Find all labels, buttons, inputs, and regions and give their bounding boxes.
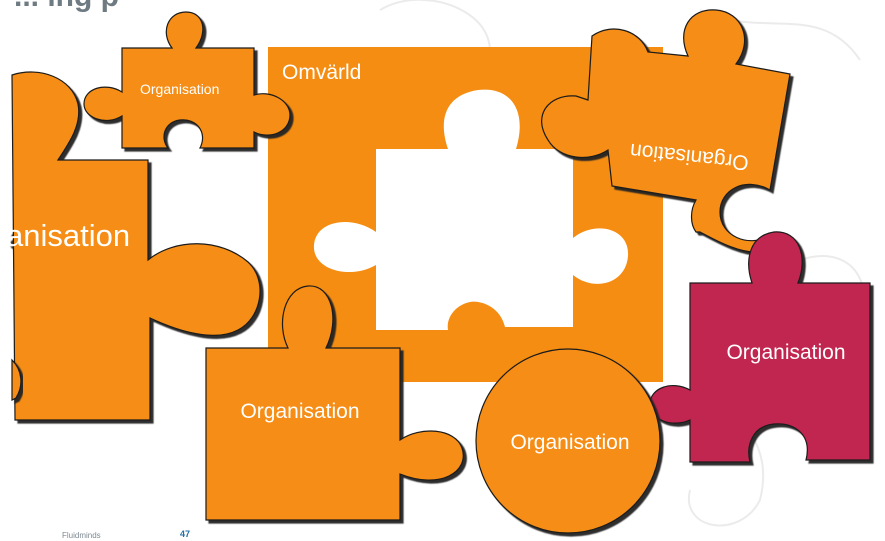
- top-small-piece: Organisation: [83, 11, 291, 149]
- page-number: 47: [180, 529, 191, 539]
- crimson-piece: Organisation: [649, 231, 871, 463]
- organisation-circle: Organisation: [475, 348, 661, 534]
- left-large-label: anisation: [6, 218, 130, 253]
- top-small-label: Organisation: [140, 81, 219, 97]
- circle-label: Organisation: [510, 431, 629, 454]
- left-large-piece: anisation: [6, 71, 261, 421]
- bottom-mid-piece: Organisation: [205, 285, 464, 521]
- crimson-label: Organisation: [726, 341, 845, 364]
- footer-brand: Fluidminds: [62, 531, 101, 540]
- bottom-mid-label: Organisation: [240, 400, 359, 423]
- omvarld-label: Omvärld: [282, 61, 361, 84]
- top-right-rotated-piece: Organisation: [541, 9, 791, 253]
- left-sliver-piece: [11, 358, 22, 401]
- slide-title: ... ing p: [14, 0, 119, 14]
